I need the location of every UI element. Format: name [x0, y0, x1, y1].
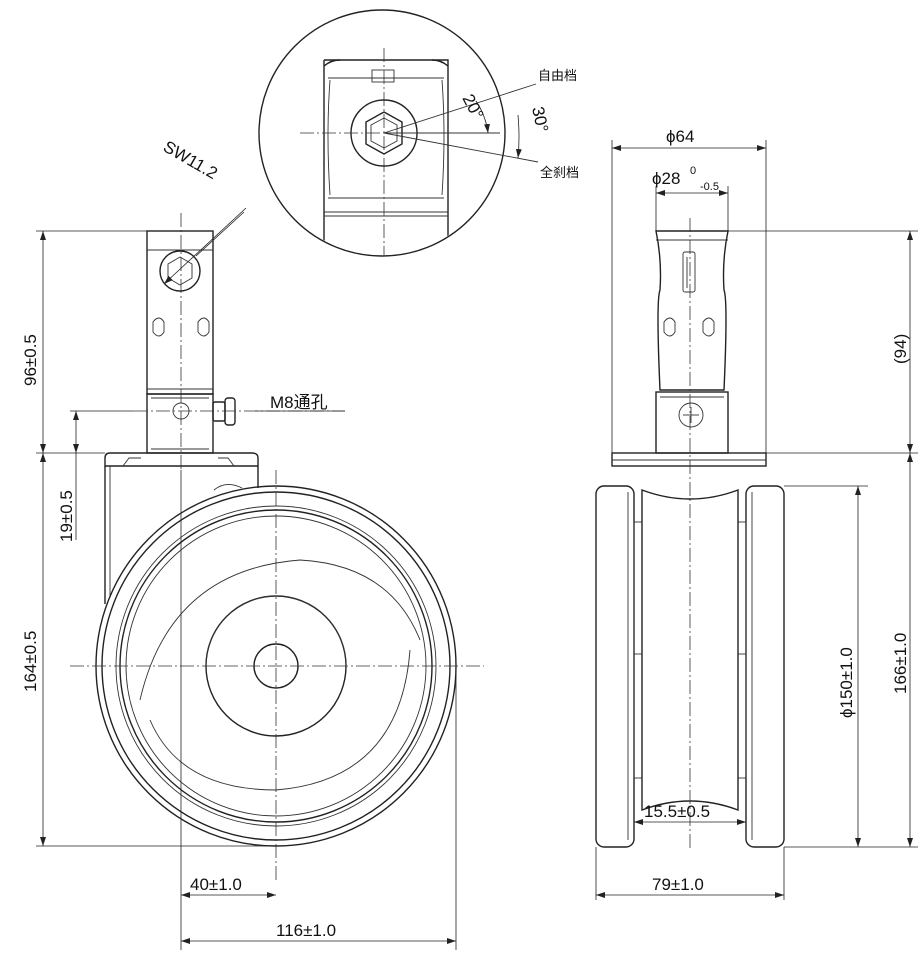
dim-phi28-lower-tol: -0.5 [700, 181, 719, 193]
side-stem [655, 230, 729, 391]
brake-position-label: 全刹档 [540, 165, 579, 181]
dim-phi28-label: ϕ28 [652, 169, 680, 188]
dim-166-label: 166±1.0 [891, 633, 910, 694]
side-view [595, 218, 785, 850]
m8-hole-label: M8通孔 [270, 393, 328, 412]
dim-19-label: 19±0.5 [57, 490, 76, 542]
front-hex-head [159, 250, 201, 292]
dim-phi150-label: ϕ150±1.0 [837, 647, 856, 718]
dim-15-5-label: 15.5±0.5 [644, 802, 710, 821]
dim-40-label: 40±1.0 [190, 875, 242, 894]
front-top-plate [104, 452, 259, 467]
dim-phi28-upper-tol: 0 [690, 165, 696, 177]
front-view [70, 213, 484, 880]
sw-size-label: SW11.2 [160, 137, 221, 183]
dim-116-label: 116±1.0 [276, 921, 336, 940]
dim-79-label: 79±1.0 [652, 875, 704, 894]
detail-circle [258, 9, 506, 257]
dim-96-label: 96±0.5 [21, 334, 40, 386]
dim-phi64-label: ϕ64 [666, 127, 694, 146]
side-collar [655, 391, 729, 454]
detail-view: 20° 30° 自由档 全刹档 [258, 9, 579, 257]
angle-free-label: 20° [458, 91, 487, 123]
dim-164-label: 164±0.5 [21, 631, 40, 692]
dim-94-label: (94) [891, 334, 910, 364]
detail-stem-body [323, 59, 449, 255]
side-top-plate [611, 452, 767, 467]
angle-brake-label: 30° [528, 105, 552, 134]
front-stem [146, 230, 214, 395]
free-position-label: 自由档 [538, 69, 577, 84]
side-hub [641, 488, 739, 812]
